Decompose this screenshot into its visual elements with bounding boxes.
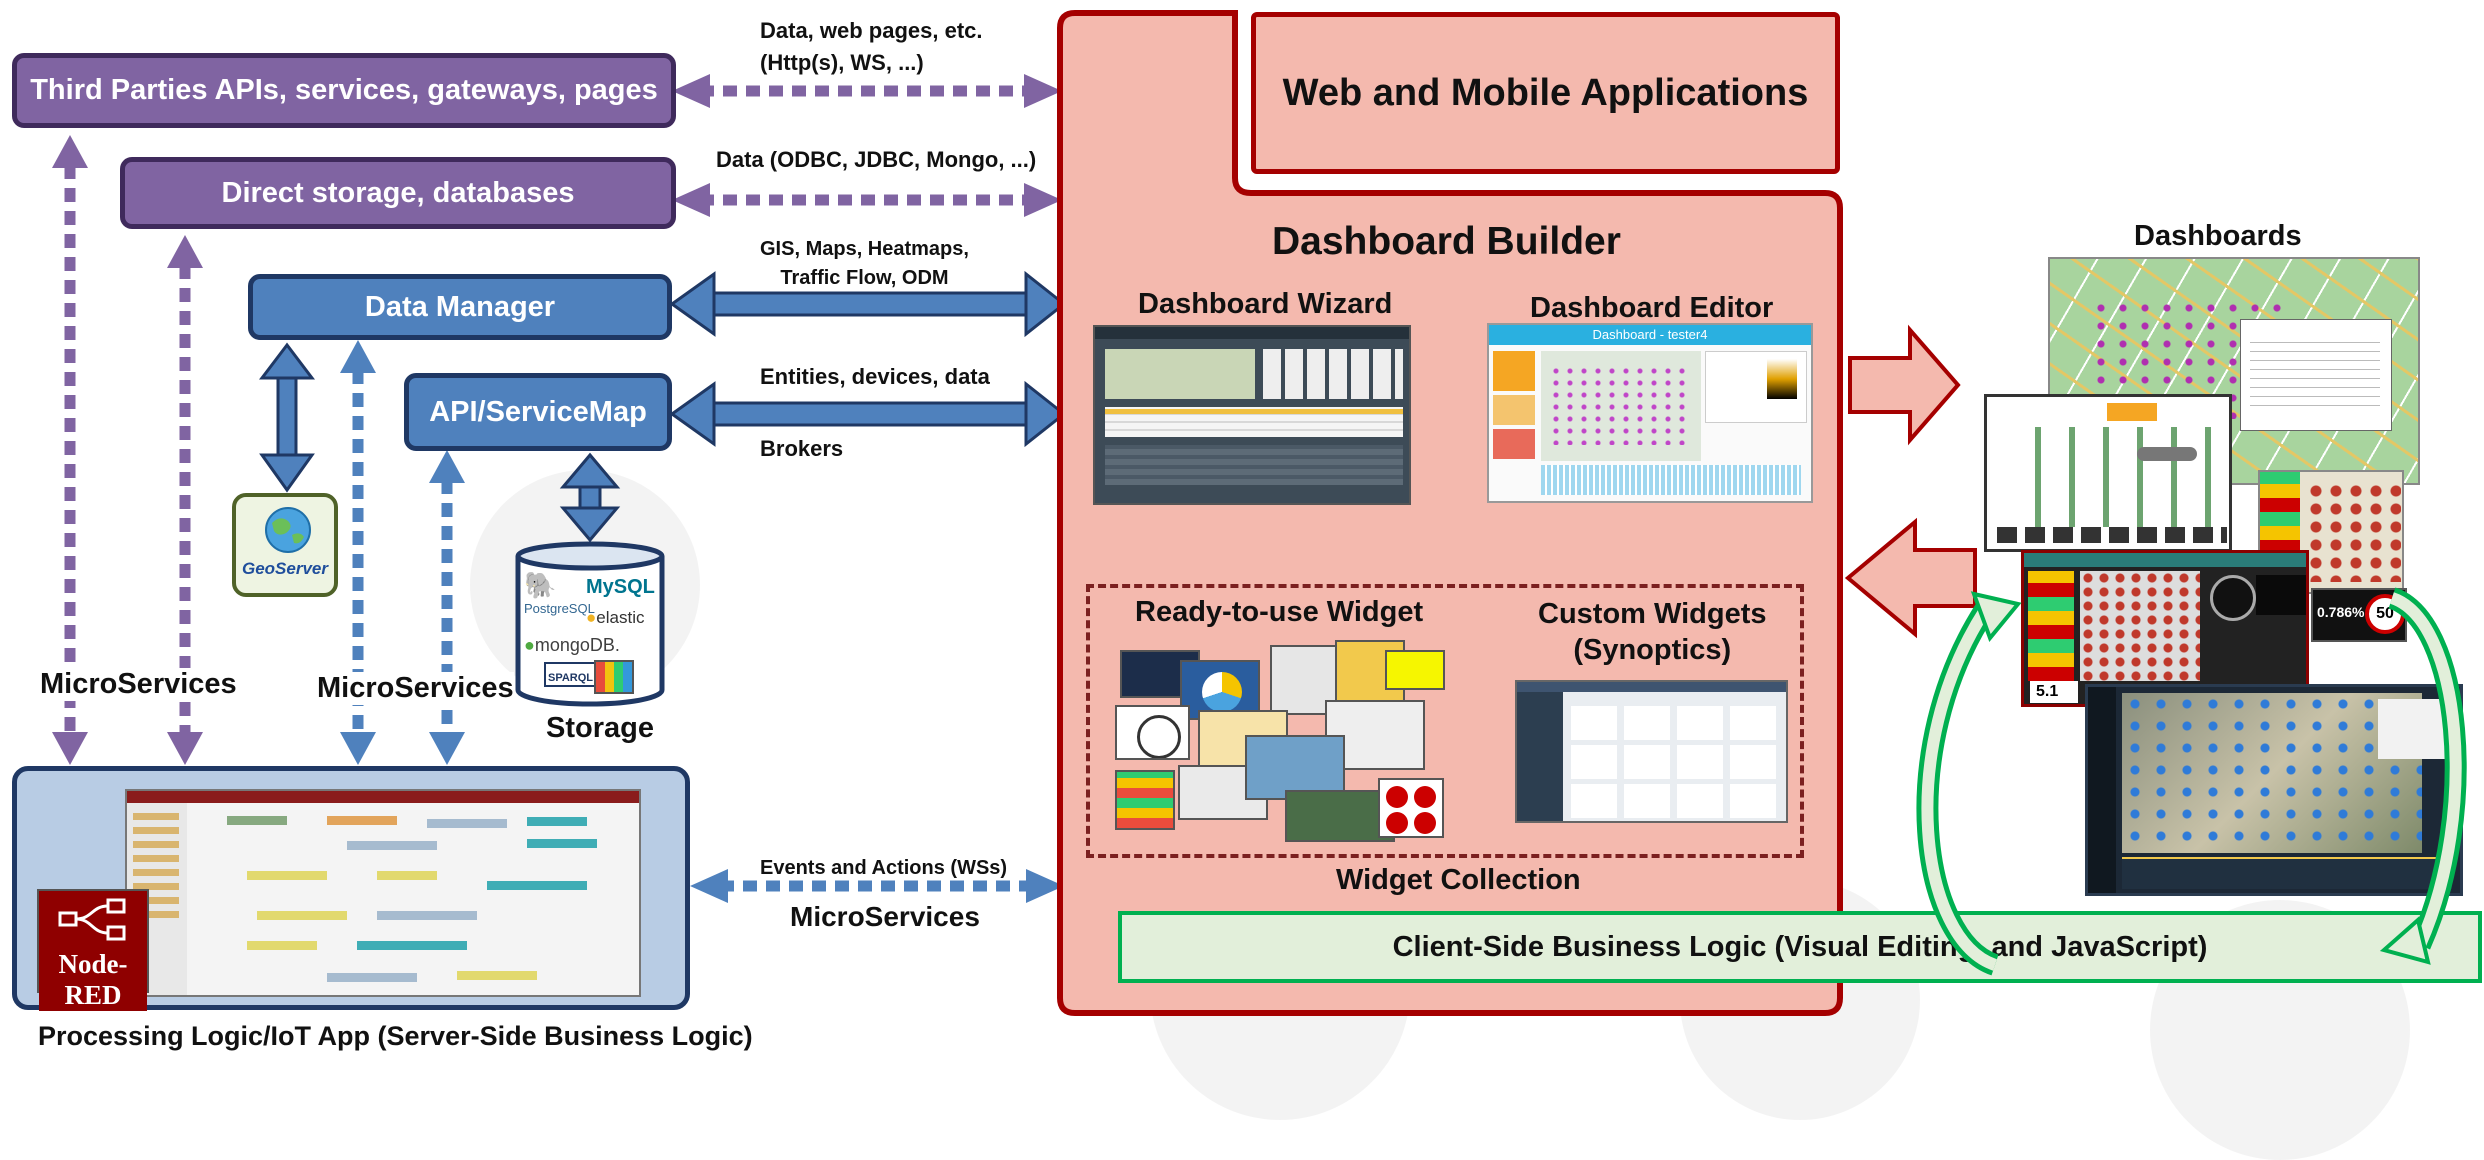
microservices-mid-label: MicroServices	[317, 672, 514, 705]
geoserver-label: GeoServer	[242, 559, 328, 578]
postgresql-logo: 🐘PostgreSQL	[524, 570, 595, 616]
api-servicemap-label: API/ServiceMap	[429, 395, 647, 428]
storage-cylinder: 🐘PostgreSQL MySQL ●elastic ●mongoDB. SPA…	[514, 540, 666, 710]
dashboard-mobility-screenshot: 5.1	[2021, 550, 2309, 707]
data-web-line2: (Http(s), WS, ...)	[760, 50, 924, 75]
microservices-vertical-arrow-4	[429, 450, 465, 765]
events-link-arrow	[690, 869, 1064, 903]
third-parties-box: Third Parties APIs, services, gateways, …	[12, 53, 676, 128]
brokers-label: Brokers	[760, 436, 844, 461]
gis-label: GIS, Maps, Heatmaps, Traffic Flow, ODM	[760, 235, 969, 293]
globe-icon	[265, 507, 311, 553]
web-mobile-label: Web and Mobile Applications	[1282, 71, 1809, 114]
nodered-flow-screenshot	[125, 789, 641, 997]
geoserver-badge: GeoServer	[232, 493, 338, 597]
microservices-vertical-arrow-left	[52, 135, 88, 765]
green-cycle-arrows	[1916, 587, 2467, 976]
data-manager-label: Data Manager	[364, 290, 556, 323]
gis-line2: Traffic Flow, ODM	[780, 267, 949, 289]
data-odbc-label: Data (ODBC, JDBC, Mongo, ...)	[716, 147, 1037, 172]
mysql-logo: MySQL	[586, 576, 655, 598]
entities-label: Entities, devices, data	[760, 364, 990, 389]
dashboard-3d-map-screenshot	[2085, 684, 2463, 896]
nodered-logo: Node-RED	[37, 889, 149, 1011]
microservices-bottom-label: MicroServices	[790, 901, 980, 932]
tile-value: 5.1	[2030, 681, 2078, 703]
processing-caption: Processing Logic/IoT App (Server-Side Bu…	[38, 1021, 753, 1051]
elastic-logo: ●elastic	[586, 608, 645, 627]
editor-screenshot: Dashboard - tester4	[1487, 323, 1813, 503]
editor-screen-title: Dashboard - tester4	[1489, 325, 1811, 345]
third-parties-label: Third Parties APIs, services, gateways, …	[30, 74, 658, 106]
tile-percent: 0.786%	[2317, 604, 2365, 620]
widget-collection-box	[1086, 584, 1804, 858]
dashboards-label: Dashboards	[2134, 220, 2302, 252]
storage-label: Storage	[546, 712, 654, 744]
custom-widgets-label: Custom Widgets (Synoptics)	[1538, 596, 1767, 668]
direct-storage-box: Direct storage, databases	[120, 157, 676, 229]
percent-tile: 0.786% 50	[2311, 588, 2407, 642]
custom-widgets-line2: (Synoptics)	[1573, 634, 1732, 666]
processing-logic-box: Node-RED	[12, 766, 690, 1011]
data-web-label: Data, web pages, etc. (Http(s), WS, ...)	[760, 15, 983, 79]
storage-link-arrow	[559, 452, 621, 543]
wizard-screenshot	[1093, 325, 1411, 505]
dashboard-wizard-label: Dashboard Wizard	[1138, 288, 1393, 320]
web-mobile-box: Web and Mobile Applications	[1251, 12, 1840, 174]
api-servicemap-box: API/ServiceMap	[404, 373, 672, 451]
events-label: Events and Actions (WSs)	[760, 857, 1008, 879]
client-side-box: Client-Side Business Logic (Visual Editi…	[1118, 911, 2482, 983]
data-manager-link-arrow	[669, 270, 1067, 338]
microservices-left-label: MicroServices	[40, 668, 237, 701]
mongodb-logo: ●mongoDB.	[524, 635, 620, 655]
direct-storage-link-arrow	[672, 183, 1062, 217]
custom-widgets-line1: Custom Widgets	[1538, 598, 1767, 630]
widget-collection-label: Widget Collection	[1336, 864, 1581, 896]
third-parties-link-arrow	[672, 74, 1062, 108]
sparql-logo: SPARQL	[544, 662, 598, 687]
gis-line1: GIS, Maps, Heatmaps,	[760, 238, 969, 260]
data-web-line1: Data, web pages, etc.	[760, 18, 983, 43]
geoserver-link-arrow	[258, 342, 316, 493]
ready-widget-label: Ready-to-use Widget	[1135, 596, 1424, 628]
api-servicemap-link-arrow	[669, 380, 1067, 448]
widget-collage	[1110, 640, 1450, 845]
from-dashboards-arrow	[1844, 517, 1977, 639]
dashboard-builder-title: Dashboard Builder	[1272, 220, 1621, 263]
dashboard-editor-label: Dashboard Editor	[1530, 292, 1774, 324]
synoptic-screenshot	[1515, 680, 1788, 823]
blocks-logo	[594, 660, 634, 694]
nodered-flow-icon	[58, 898, 126, 941]
direct-storage-label: Direct storage, databases	[221, 176, 575, 209]
nodered-label: Node-RED	[39, 949, 147, 1011]
to-dashboards-arrow	[1848, 324, 1961, 446]
data-manager-box: Data Manager	[248, 274, 672, 340]
client-side-label: Client-Side Business Logic (Visual Editi…	[1392, 930, 2208, 963]
dashboard-synoptic-screenshot	[1984, 394, 2232, 552]
microservices-vertical-arrow-2	[167, 235, 203, 765]
